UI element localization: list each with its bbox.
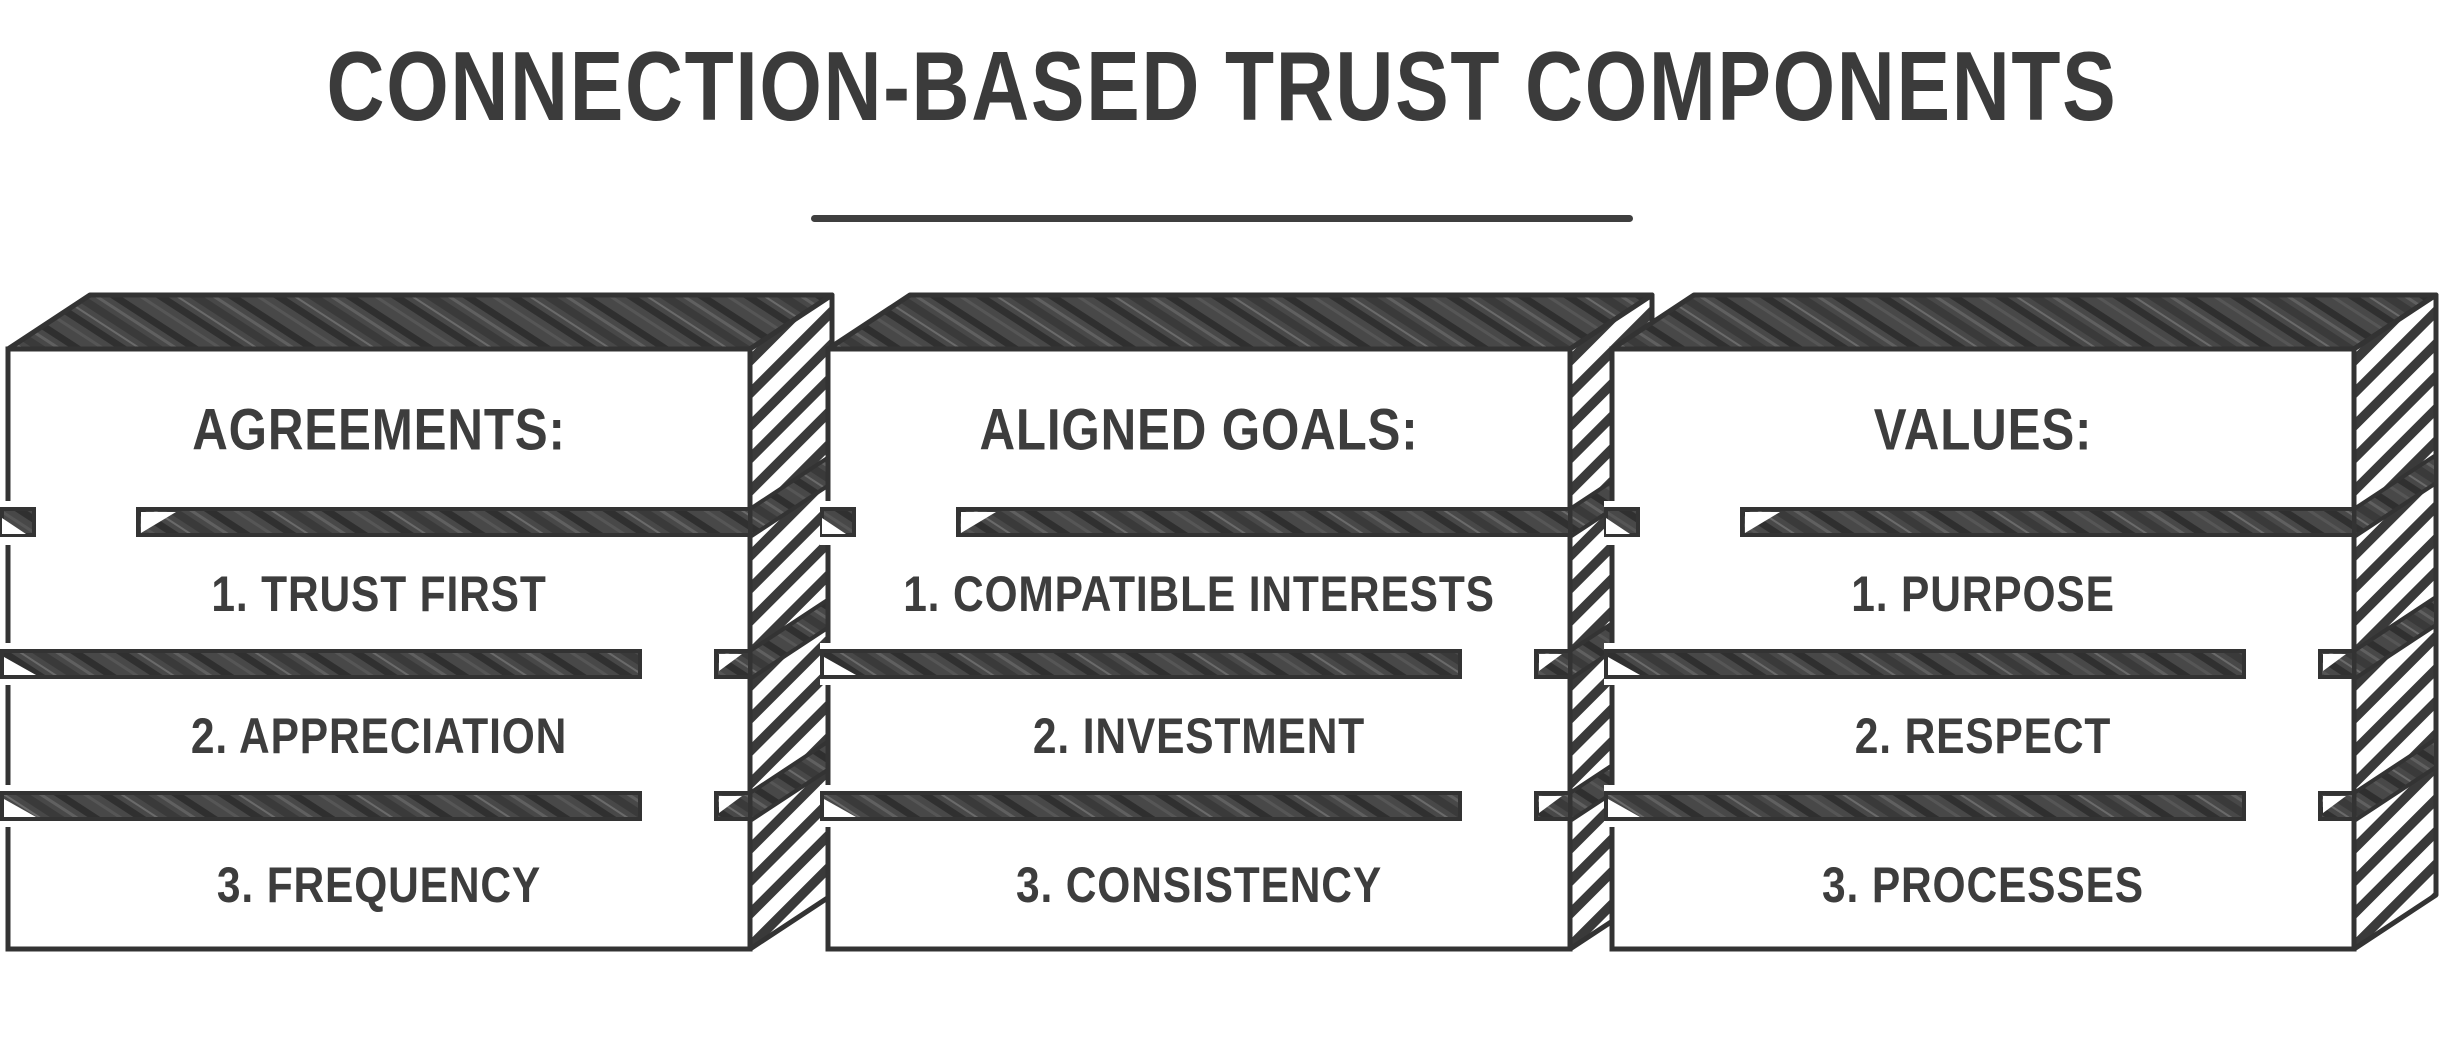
stack-item-text: 2. INVESTMENT [1033, 708, 1365, 764]
divider-bar [1604, 649, 2246, 679]
stack-item-text: 1. TRUST FIRST [211, 566, 546, 622]
stack-item-text: 1. COMPATIBLE INTERESTS [903, 566, 1495, 622]
divider-bar [136, 507, 752, 537]
divider-bar [0, 791, 642, 821]
stack-header-text: AGREEMENTS: [192, 398, 566, 463]
stack-item-text: 3. PROCESSES [1822, 857, 2144, 913]
trust-stack-values: VALUES: 1. PURPOSE 2. RESPECT 3. PROCESS… [1604, 292, 2439, 952]
divider-bar [1740, 507, 2356, 537]
stack-header-text: ALIGNED GOALS: [979, 398, 1418, 463]
title-underline [811, 215, 1633, 222]
stack-item-text: 3. CONSISTENCY [1016, 857, 1382, 913]
divider-bar [1604, 791, 2246, 821]
divider-bar [0, 649, 642, 679]
stack-item-text: 1. PURPOSE [1851, 566, 2115, 622]
trust-stack-aligned-goals: ALIGNED GOALS: 1. COMPATIBLE INTERESTS 2… [820, 292, 1655, 952]
stack-top-face [825, 292, 1655, 352]
divider-bar [820, 649, 1462, 679]
divider-bar [956, 507, 1572, 537]
divider-bar [820, 791, 1462, 821]
page-title: CONNECTION-BASED TRUST COMPONENTS [326, 31, 2118, 141]
stack-item-text: 2. APPRECIATION [191, 708, 567, 764]
trust-stack-agreements: AGREEMENTS: 1. TRUST FIRST 2. APPRECIATI… [0, 292, 835, 952]
stack-item-text: 3. FREQUENCY [217, 857, 541, 913]
divider-bar-stub [1534, 791, 1572, 821]
stack-header-text: VALUES: [1874, 398, 2093, 463]
stack-top-face [1609, 292, 2439, 352]
stack-top-face [5, 292, 835, 352]
stack-item-text: 2. RESPECT [1855, 708, 2111, 764]
